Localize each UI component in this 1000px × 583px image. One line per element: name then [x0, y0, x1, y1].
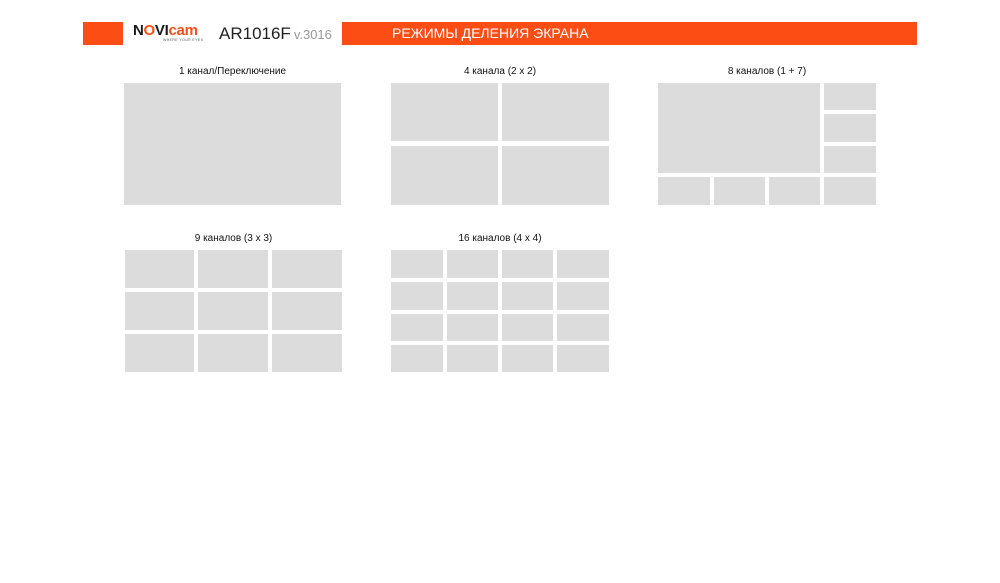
- channel-cell: [198, 250, 268, 288]
- channel-cell: [391, 314, 443, 341]
- channel-cell: [502, 282, 553, 310]
- mode-4-channels: 4 канала (2 х 2): [391, 66, 609, 206]
- channel-cell: [824, 83, 876, 110]
- mode-label: 9 каналов (3 х 3): [194, 233, 273, 244]
- channel-cell: [124, 83, 341, 205]
- channel-cell: [447, 250, 498, 278]
- channel-cell: [198, 334, 268, 372]
- channel-cell: [447, 345, 498, 372]
- mode-9-channels: 9 каналов (3 х 3): [125, 233, 342, 373]
- channel-cell: [557, 314, 609, 341]
- channel-cell: [557, 282, 609, 310]
- mode-label: 1 канал/Переключение: [178, 66, 287, 77]
- mode-16-channels: 16 каналов (4 х 4): [391, 233, 609, 373]
- channel-cell: [391, 282, 443, 310]
- channel-cell: [272, 292, 342, 330]
- channel-cell: [502, 146, 609, 205]
- channel-cell: [272, 250, 342, 288]
- channel-cell-main: [658, 83, 820, 173]
- mode-label: 8 каналов (1 + 7): [727, 66, 807, 77]
- channel-cell: [557, 345, 609, 372]
- channel-cell: [824, 177, 876, 205]
- channel-cell: [272, 334, 342, 372]
- channel-cell: [125, 250, 194, 288]
- channel-cell: [502, 314, 553, 341]
- channel-cell: [125, 292, 194, 330]
- novicam-logo: NOVIcam WHERE YOUR EYES: [133, 22, 203, 45]
- mode-label: 4 канала (2 х 2): [463, 66, 537, 77]
- channel-cell: [824, 146, 876, 173]
- channel-cell: [658, 177, 710, 205]
- header-title-bar: РЕЖИМЫ ДЕЛЕНИЯ ЭКРАНА: [342, 22, 917, 45]
- channel-cell: [391, 83, 498, 141]
- channel-cell: [391, 250, 443, 278]
- channel-cell: [198, 292, 268, 330]
- channel-cell: [769, 177, 820, 205]
- channel-cell: [502, 250, 553, 278]
- mode-1-channel: 1 канал/Переключение: [124, 66, 341, 206]
- channel-cell: [502, 83, 609, 141]
- mode-8-channels: 8 каналов (1 + 7): [658, 66, 876, 206]
- logo-wordmark: NOVIcam: [133, 22, 198, 39]
- channel-cell: [824, 114, 876, 142]
- mode-label: 16 каналов (4 х 4): [458, 233, 542, 244]
- channel-cell: [125, 334, 194, 372]
- channel-cell: [391, 345, 443, 372]
- channel-cell: [391, 146, 498, 205]
- channel-cell: [557, 250, 609, 278]
- header-accent-bar-left: [83, 22, 123, 45]
- channel-cell: [502, 345, 553, 372]
- channel-cell: [447, 282, 498, 310]
- channel-cell: [447, 314, 498, 341]
- firmware-version: v.3016: [293, 27, 332, 42]
- logo-tagline: WHERE YOUR EYES: [163, 38, 204, 42]
- page-title: РЕЖИМЫ ДЕЛЕНИЯ ЭКРАНА: [392, 25, 589, 41]
- channel-cell: [714, 177, 765, 205]
